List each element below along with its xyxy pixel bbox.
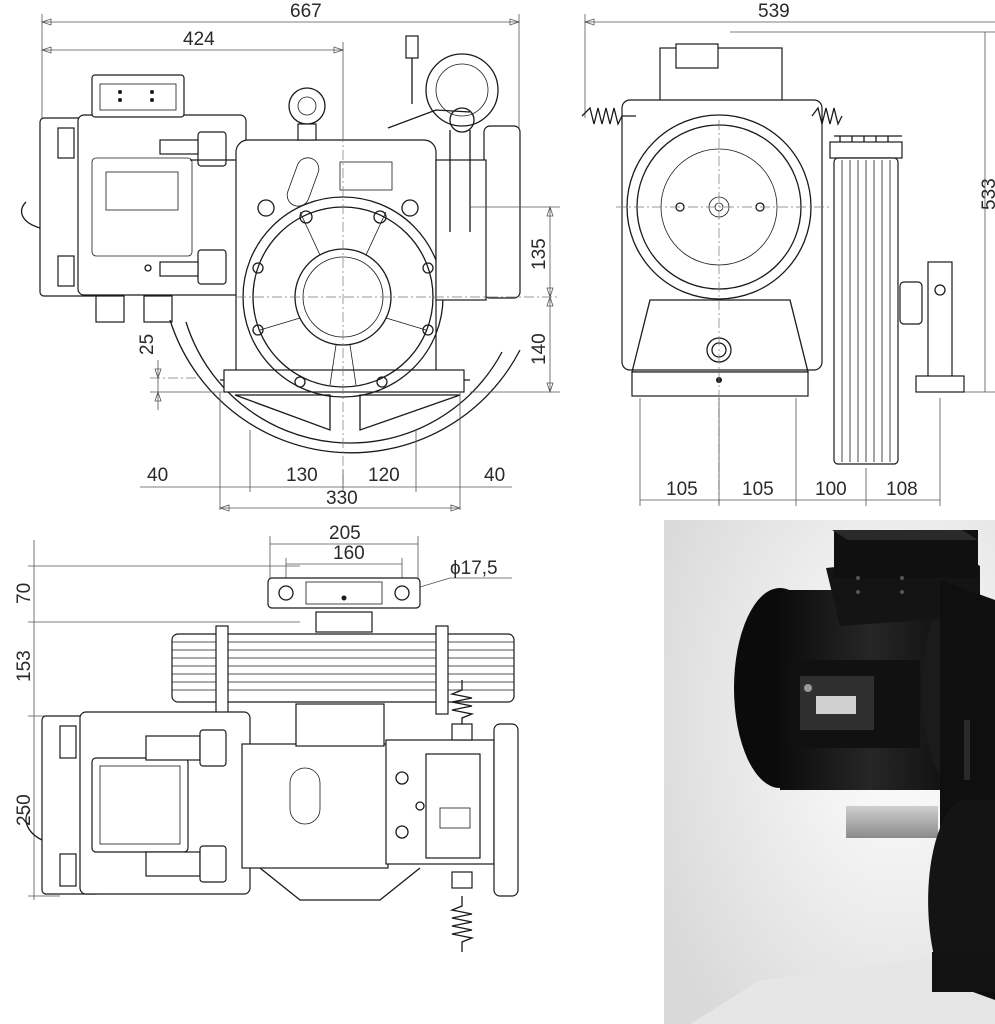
dim-label-105-a: 105: [666, 479, 698, 500]
dim-label-120: 120: [368, 465, 400, 486]
dimension-205-160: 205 160: [269, 523, 419, 606]
dim-label-40-right: 40: [484, 465, 505, 486]
top-view: 205 160 ϕ17,5 70 153 250: [14, 523, 519, 952]
dimension-25: 25: [137, 334, 224, 410]
dim-label-330: 330: [326, 488, 358, 509]
dim-label-105-b: 105: [742, 479, 774, 500]
dim-label-hole: ϕ17,5: [450, 558, 498, 579]
dim-label-140: 140: [529, 333, 550, 365]
dimension-140: 140: [470, 295, 560, 394]
dim-label-25: 25: [137, 334, 158, 355]
motor-body-front: [20, 74, 247, 323]
sheave-grooves-top: [171, 625, 515, 715]
dim-label-539: 539: [758, 1, 790, 22]
dim-label-424: 424: [183, 29, 215, 50]
bearing-bracket-top: [267, 577, 421, 633]
dim-label-153: 153: [14, 650, 35, 682]
dim-label-205: 205: [329, 523, 361, 544]
dimension-chain-side: 105 105 100 108: [639, 398, 941, 506]
dim-label-533: 533: [979, 178, 995, 210]
dimension-539: 539: [583, 1, 995, 118]
traction-sheave-side: [829, 135, 903, 465]
dim-label-160: 160: [333, 543, 365, 564]
springs-top: [449, 680, 475, 952]
side-view: 539 533: [581, 1, 995, 506]
dim-label-250: 250: [14, 794, 35, 826]
dim-label-667: 667: [290, 1, 322, 22]
dimension-135: 135: [470, 205, 560, 299]
product-render: [664, 520, 995, 1024]
motor-body-top: [25, 703, 519, 901]
dim-label-130: 130: [286, 465, 318, 486]
dimension-533: 533: [730, 31, 995, 393]
dimension-vertical-top: 70 153 250: [14, 540, 300, 900]
dim-label-135: 135: [529, 238, 550, 270]
motor-body-side: [581, 43, 843, 397]
dim-label-108: 108: [886, 479, 918, 500]
dim-label-70: 70: [14, 583, 35, 604]
brake-lever-front: [387, 35, 521, 301]
dim-label-40-left: 40: [147, 465, 168, 486]
outboard-bearing-side: [899, 261, 965, 393]
dim-label-100: 100: [815, 479, 847, 500]
front-view: 667 424: [20, 1, 560, 512]
dimension-hole: ϕ17,5: [409, 558, 512, 591]
dimension-667: 667: [40, 1, 521, 130]
dimension-chain-bottom: 40 130 120 40 330: [140, 392, 512, 512]
